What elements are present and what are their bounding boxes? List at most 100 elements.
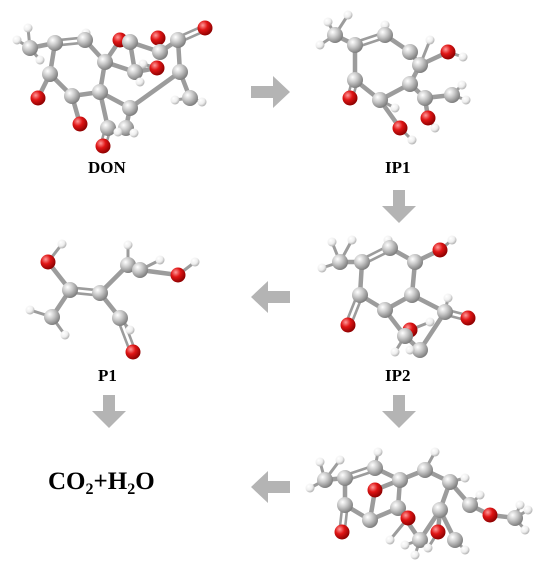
hydrogen-atom [35,55,45,65]
carbon-atom [97,54,113,70]
carbon-atom [332,254,348,270]
hydrogen-atom [457,80,467,90]
oxygen-atom [342,90,358,106]
hydrogen-atom [385,535,395,545]
carbon-atom [122,34,138,50]
hydrogen-atom [410,550,420,560]
carbon-atom [92,84,108,100]
carbon-atom [377,27,393,43]
hydrogen-atom [327,237,337,247]
hydrogen-atom [447,235,457,245]
oxygen-atom [420,110,436,126]
carbon-atom [172,64,188,80]
hydrogen-atom [515,500,525,510]
oxygen-atom [367,482,383,498]
oxygen-atom [150,30,166,46]
oxygen-atom [392,120,408,136]
carbon-atom [112,310,128,326]
oxygen-atom [432,242,448,258]
carbon-atom [44,309,60,325]
hydrogen-atom [430,447,440,457]
hydrogen-atom [305,483,315,493]
carbon-atom [404,287,420,303]
carbon-atom [412,57,428,73]
hydrogen-atom [347,235,357,245]
carbon-atom [402,76,418,92]
hydrogen-atom [23,23,33,33]
carbon-atom [392,472,408,488]
hydrogen-atom [460,473,470,483]
oxygen-atom [334,524,350,540]
carbon-atom [132,262,148,278]
hydrogen-atom [60,330,70,340]
oxygen-atom [72,116,88,132]
carbon-atom [127,64,143,80]
oxygen-atom [482,507,498,523]
carbon-atom [62,282,78,298]
hydrogen-atom [155,255,165,265]
carbon-atom [42,66,58,82]
carbon-atom [437,304,453,320]
carbon-atom [382,240,398,256]
arrow-right-icon [251,76,290,108]
ip2-molecule-model [317,235,476,358]
oxygen-atom [197,20,213,36]
bond [127,69,183,111]
carbon-atom [407,254,423,270]
carbon-atom [507,510,523,526]
arrow-down-icon [382,395,416,428]
hydrogen-atom [520,525,530,535]
ip1-molecule-model [315,10,471,145]
final-products-formula: CO2+H2O [48,468,155,498]
hydrogen-atom [317,263,327,273]
final-intermediate-molecule-model [305,447,533,560]
hydrogen-atom [123,240,133,250]
oxygen-atom [430,524,446,540]
carbon-atom [390,500,406,516]
carbon-atom [444,87,460,103]
p1-label: P1 [98,366,117,385]
hydrogen-atom [425,317,435,327]
hydrogen-atom [343,10,353,20]
carbon-atom [402,44,418,60]
carbon-atom [337,470,353,486]
carbon-atom [377,302,393,318]
carbon-atom [354,254,370,270]
carbon-atom [432,502,448,518]
oxygen-atom [95,138,111,154]
hydrogen-atom [138,59,148,69]
carbon-atom [92,285,108,301]
carbon-atom [362,512,378,528]
carbon-atom [22,40,38,56]
hydrogen-atom [125,325,135,335]
carbon-atom [417,90,433,106]
carbon-atom [337,497,353,513]
carbon-atom [77,32,93,48]
hydrogen-atom [407,135,417,145]
hydrogen-atom [12,35,22,45]
hydrogen-atom [135,77,145,87]
carbon-atom [347,72,363,88]
carbon-atom [412,342,428,358]
hydrogen-atom [197,97,207,107]
oxygen-atom [125,344,141,360]
carbon-atom [347,37,363,53]
hydrogen-atom [57,239,67,249]
oxygen-atom [400,510,416,526]
carbon-atom [317,472,333,488]
hydrogen-atom [170,95,180,105]
hydrogen-atom [113,127,123,137]
oxygen-atom [40,254,56,270]
hydrogen-atom [129,128,139,138]
hydrogen-atom [460,545,470,555]
carbon-atom [152,44,168,60]
carbon-atom [447,532,463,548]
hydrogen-atom [443,293,453,303]
carbon-atom [182,90,198,106]
hydrogen-atom [315,40,325,50]
hydrogen-atom [323,17,333,27]
hydrogen-atom [390,347,400,357]
arrow-down-icon [92,395,126,428]
